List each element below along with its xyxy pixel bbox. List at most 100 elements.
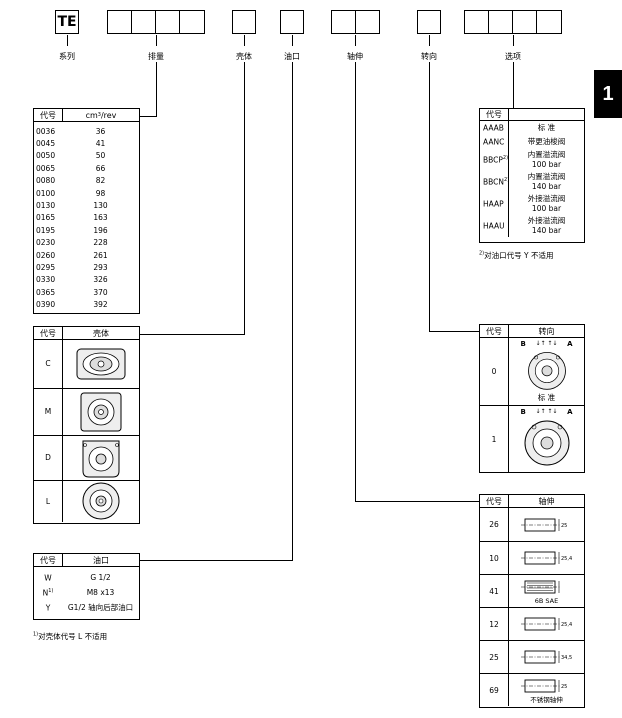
port-row[interactable]: N1) M8 x13 (34, 585, 139, 600)
displacement-code: 0045 (36, 139, 56, 149)
housing-row[interactable]: C (34, 340, 139, 388)
options-code-box-3[interactable] (512, 10, 537, 34)
options-code-cell: AAAB (480, 123, 508, 133)
leader-vertical-options (513, 62, 514, 109)
options-desc-line: 外接溢流阀 (527, 194, 566, 203)
options-code: AAAB (483, 123, 504, 133)
options-code-box-4[interactable] (536, 10, 562, 34)
series-code-box[interactable]: TE (55, 10, 79, 34)
housing-code-box[interactable] (232, 10, 256, 34)
displacement-code-box-1[interactable] (107, 10, 132, 34)
options-code: HAAP (483, 199, 504, 209)
shaft-code-box-2[interactable] (355, 10, 380, 34)
port-b-label: B (520, 340, 526, 348)
rotation-col-code-header: 代号 (486, 326, 502, 336)
displacement-col-code-header: 代号 (40, 110, 56, 120)
options-code-sup: 2) (504, 177, 510, 184)
options-code: AANC (483, 137, 505, 147)
rotation-code-box[interactable] (417, 10, 441, 34)
options-code-box-2[interactable] (488, 10, 513, 34)
rotation-caption: 标 准 (537, 393, 556, 402)
label-housing: 壳体 (236, 52, 252, 61)
options-code-sup: 2) (502, 155, 509, 162)
displacement-value: 228 (93, 238, 108, 248)
rotation-arrows: ↓↑ ↑↓ (535, 408, 558, 415)
shaft-caption: 6B SAE (534, 597, 559, 605)
options-code-cell: BBCP2) (480, 155, 508, 165)
shaft-code: 12 (489, 619, 499, 629)
rotation-drawing (527, 351, 566, 390)
housing-code: C (45, 359, 51, 369)
housing-col-desc-header: 壳体 (62, 327, 139, 339)
displacement-value: 98 (95, 188, 106, 198)
shaft-drawing-cell: 6B SAE (508, 575, 584, 607)
port-footnote-text: 对壳体代号 L 不适用 (38, 632, 108, 641)
options-code-cell: HAAP (480, 199, 508, 209)
port-code-box[interactable] (280, 10, 304, 34)
housing-code: L (45, 496, 51, 506)
port-desc: M8 x13 (86, 588, 115, 597)
shaft-col-desc-header: 轴伸 (508, 495, 584, 507)
housing-row[interactable]: D (34, 435, 139, 480)
shaft-code-box-1[interactable] (331, 10, 356, 34)
options-desc-line: 内置溢流阀 (527, 172, 566, 181)
shaft-drawing (520, 580, 561, 594)
options-code-box-1[interactable] (464, 10, 489, 34)
housing-row[interactable]: L (34, 479, 139, 522)
displacement-code: 0330 (36, 275, 56, 285)
unit-main: cm (85, 110, 98, 120)
displacement-code-box-3[interactable] (155, 10, 180, 34)
options-code-cell: BBCN2) (480, 177, 510, 187)
shaft-code: 25 (489, 652, 499, 662)
rotation-arrows: ↓↑ ↑↓ (535, 340, 558, 347)
port-code-cell: N1) (34, 588, 62, 598)
displacement-code-box-2[interactable] (131, 10, 156, 34)
port-col-desc-header: 油口 (62, 554, 139, 566)
displacement-value: 163 (93, 213, 108, 223)
displacement-code-box-4[interactable] (179, 10, 205, 34)
housing-row[interactable]: M (34, 387, 139, 435)
leader-vertical-port (292, 62, 293, 561)
housing-col-code-header: 代号 (40, 328, 56, 338)
options-row[interactable]: AANC 带更油梭阀 (480, 135, 584, 149)
options-desc-line: 带更油梭阀 (527, 137, 566, 146)
options-desc-cell: 带更油梭阀 (508, 135, 584, 149)
